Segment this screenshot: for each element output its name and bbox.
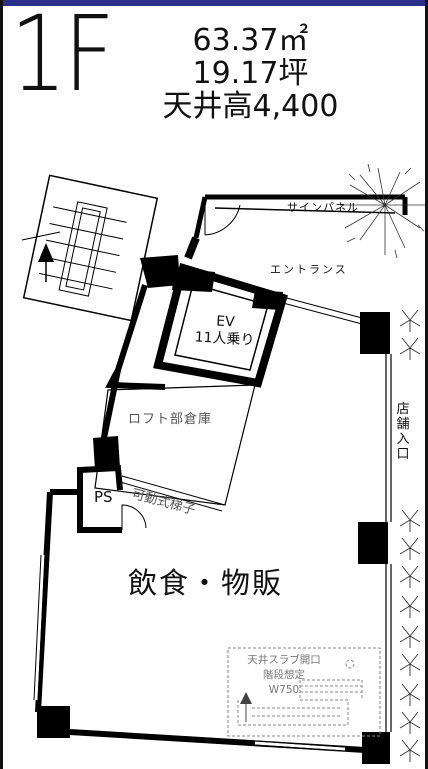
main-room-label: 飲食・物販 bbox=[128, 566, 284, 600]
loft-storage-label: ロフト部倉庫 bbox=[128, 412, 213, 427]
ps-label: PS bbox=[94, 488, 113, 506]
left-exterior-wall bbox=[33, 491, 53, 713]
ladder-rail-1 bbox=[121, 475, 226, 506]
sign-panel-label: サインパネル bbox=[287, 201, 359, 214]
ladder-rail-2 bbox=[119, 481, 223, 512]
storefront-glazing bbox=[282, 296, 363, 325]
left-border bbox=[0, 0, 3, 769]
entry-wall-lower bbox=[184, 236, 200, 260]
ceiling-height: 天井高4,400 bbox=[162, 89, 339, 124]
slab-opening-title: 天井スラブ開口 bbox=[247, 654, 321, 666]
entry-wall-stub bbox=[193, 196, 208, 239]
stair-up-arrow-icon bbox=[21, 231, 61, 282]
slab-opening-label: 天井スラブ開口 階段想定 W750 bbox=[230, 653, 338, 698]
store-entrance-label: 店舗入口 bbox=[396, 402, 410, 462]
elevator-label: EV 11人乗り bbox=[189, 312, 261, 350]
ps-door-swing bbox=[121, 504, 147, 530]
bottom-exterior-wall bbox=[69, 729, 366, 753]
entry-door-swing bbox=[204, 197, 241, 236]
tree-icon bbox=[340, 163, 425, 259]
slab-opening bbox=[227, 647, 381, 737]
top-accent-bar bbox=[0, 0, 428, 6]
exterior-stairs bbox=[22, 174, 159, 322]
interior-walls bbox=[50, 284, 166, 533]
elevator-core bbox=[153, 262, 288, 388]
shrub-icon bbox=[399, 309, 421, 762]
assumed-stairs-label: 階段想定 bbox=[263, 669, 305, 681]
stair-width-label: W750 bbox=[268, 684, 300, 696]
floor-stats: 63.37㎡ 19.17坪 天井高4,400 bbox=[138, 24, 363, 123]
area-m2: 63.37㎡ bbox=[192, 23, 309, 58]
right-storefront-wall bbox=[385, 354, 392, 732]
right-border bbox=[425, 0, 428, 769]
elevator-capacity: 11人乗り bbox=[194, 329, 255, 349]
structural-columns bbox=[37, 255, 390, 764]
floor-label: 1F bbox=[10, 0, 115, 115]
entrance-label: エントランス bbox=[270, 263, 348, 276]
opening-up-arrow-icon bbox=[240, 692, 252, 722]
area-tsubo: 19.17坪 bbox=[192, 56, 309, 91]
